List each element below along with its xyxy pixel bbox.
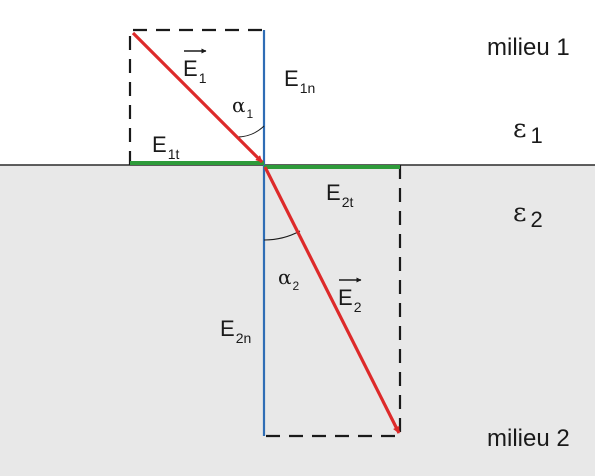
component-e2t-label: E2t [326, 180, 353, 210]
component-e1t-label: E1t [152, 132, 179, 162]
medium-2-region [0, 165, 595, 476]
svg-text:E1: E1 [183, 56, 207, 86]
field-vector-e2 [263, 166, 401, 434]
svg-text:E2: E2 [338, 285, 362, 315]
medium-1-label: milieu 1 [487, 34, 570, 61]
angle-alpha1-label: α1 [232, 93, 254, 121]
vector-e1-label: E1 [183, 48, 207, 86]
vector-e2-label: E2 [338, 277, 362, 315]
component-e2n-label: E2n [220, 316, 251, 346]
component-e1n-label: E1n [284, 66, 315, 96]
angle-arc-alpha1 [235, 125, 265, 138]
angle-alpha2-label: α2 [278, 265, 300, 293]
medium-2-label: milieu 2 [487, 425, 570, 452]
field-vector-e1 [131, 31, 264, 164]
